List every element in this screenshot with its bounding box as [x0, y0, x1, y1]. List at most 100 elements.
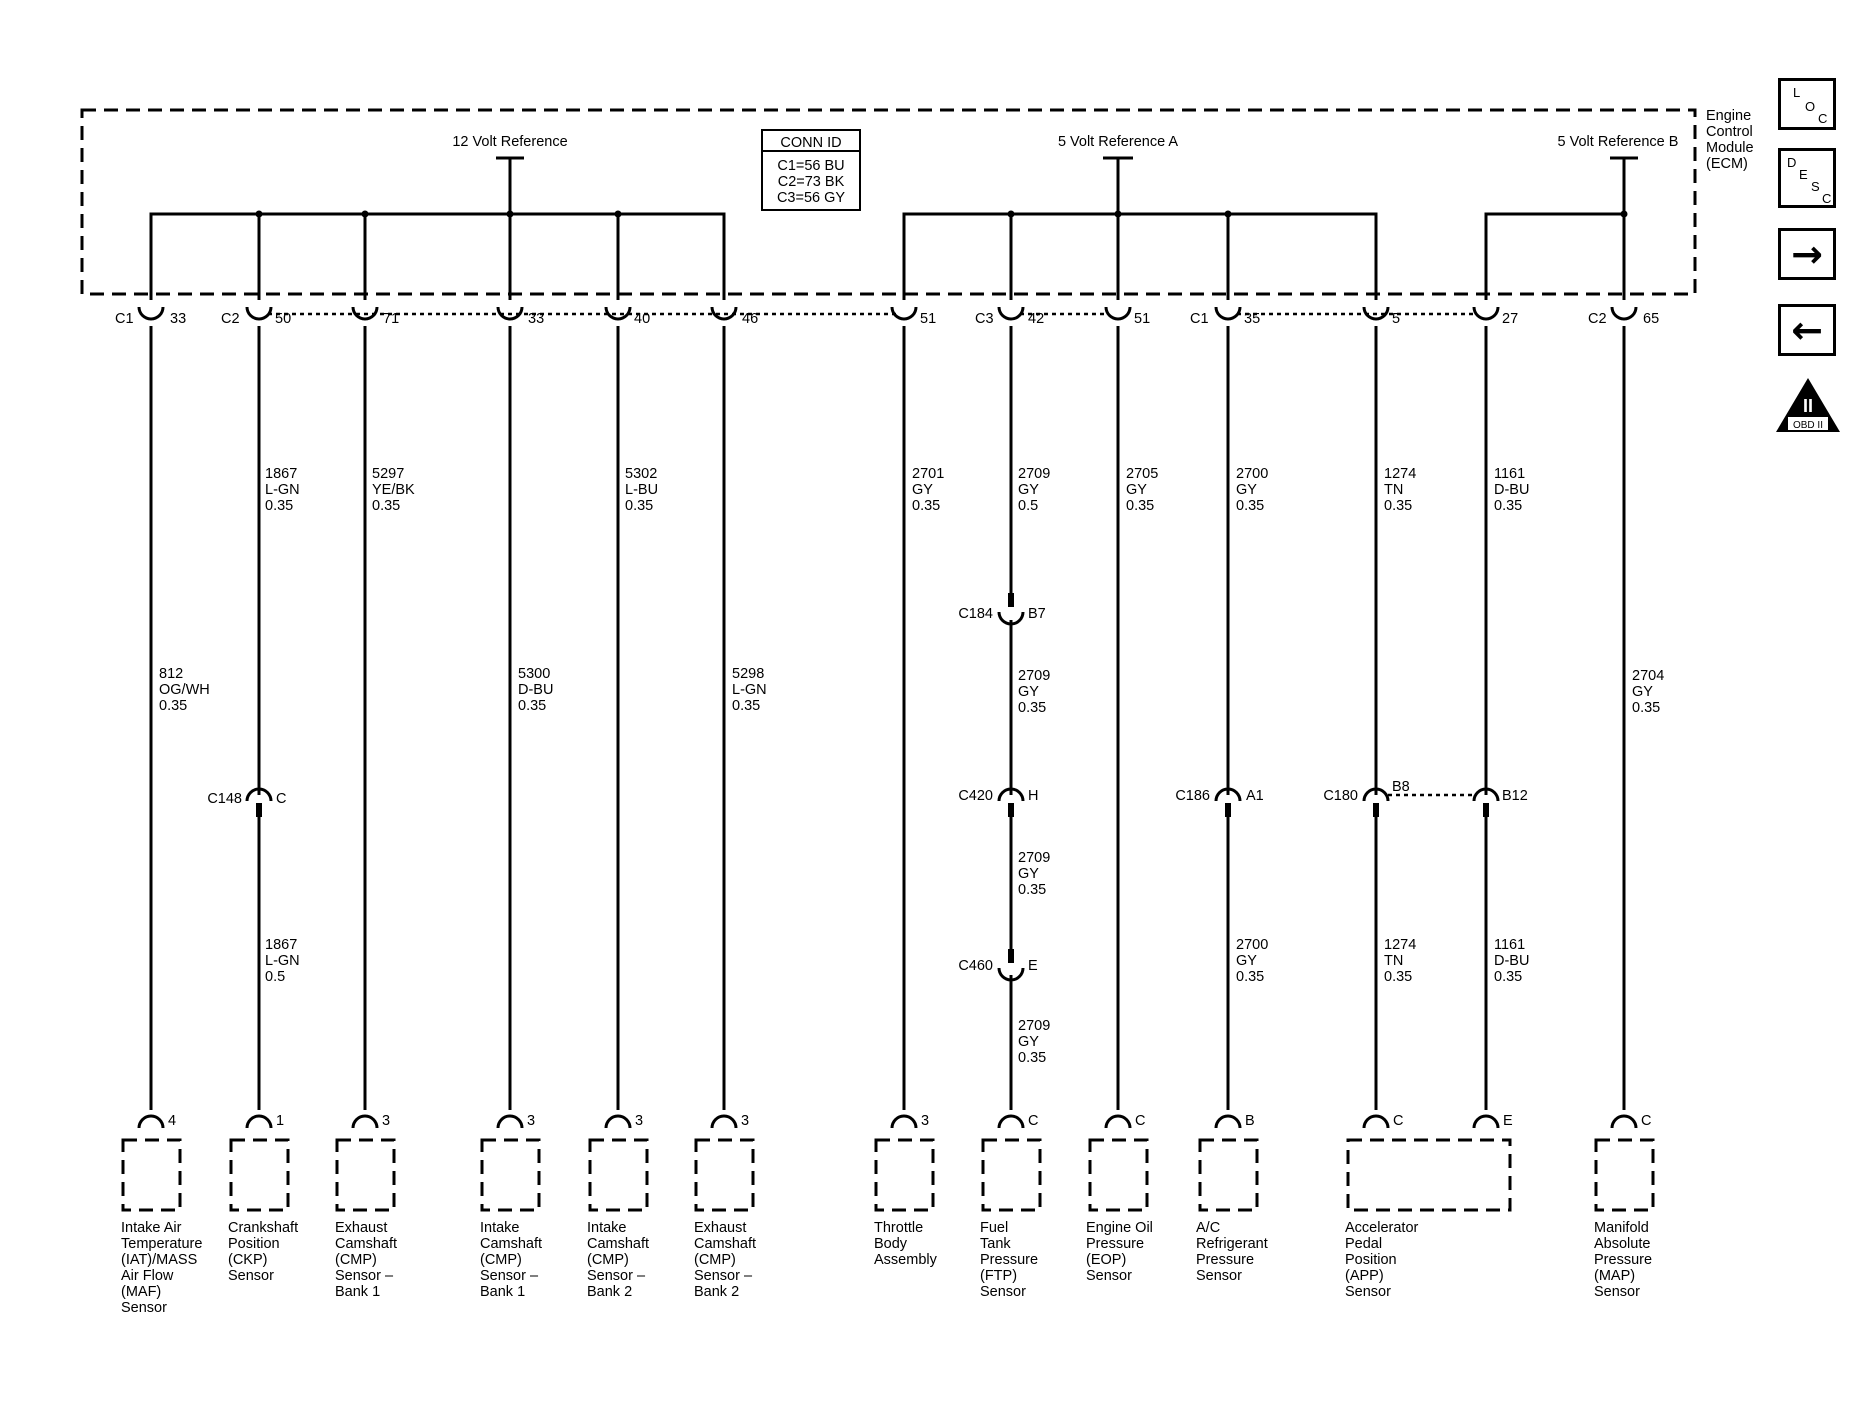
svg-text:0.35: 0.35 — [265, 498, 293, 514]
svg-text:1161: 1161 — [1494, 937, 1525, 953]
svg-text:B: B — [1245, 1113, 1255, 1129]
svg-text:Temperature: Temperature — [121, 1236, 202, 1252]
svg-text:C: C — [1393, 1113, 1403, 1129]
inline-connectors — [245, 593, 1500, 982]
svg-text:(EOP): (EOP) — [1086, 1252, 1126, 1268]
svg-text:Position: Position — [1345, 1252, 1397, 1268]
svg-text:C3: C3 — [975, 311, 994, 327]
svg-text:Camshaft: Camshaft — [335, 1236, 397, 1252]
svg-text:0.35: 0.35 — [1018, 1050, 1046, 1066]
svg-text:5: 5 — [1392, 311, 1400, 327]
svg-text:GY: GY — [1018, 1034, 1039, 1050]
loc-letter-l: L — [1793, 85, 1801, 100]
svg-text:Module: Module — [1706, 140, 1754, 156]
svg-text:3: 3 — [382, 1113, 390, 1129]
svg-text:Absolute: Absolute — [1594, 1236, 1650, 1252]
svg-text:35: 35 — [1244, 311, 1260, 327]
svg-text:Bank 1: Bank 1 — [335, 1284, 380, 1300]
svg-text:0.35: 0.35 — [732, 698, 760, 714]
svg-text:B12: B12 — [1502, 788, 1528, 804]
next-page-button[interactable]: → — [1778, 228, 1836, 280]
location-button[interactable]: L O C — [1778, 78, 1836, 130]
svg-text:0.35: 0.35 — [625, 498, 653, 514]
svg-text:0.35: 0.35 — [1632, 700, 1660, 716]
svg-text:71: 71 — [383, 311, 399, 327]
svg-text:L-GN: L-GN — [265, 482, 300, 498]
ref-stubs — [496, 156, 1638, 214]
svg-text:GY: GY — [1018, 866, 1039, 882]
svg-text:5297: 5297 — [372, 466, 404, 482]
desc-letter-d: D — [1787, 155, 1797, 170]
svg-text:Pedal: Pedal — [1345, 1236, 1382, 1252]
svg-text:(CMP): (CMP) — [587, 1252, 629, 1268]
svg-text:GY: GY — [912, 482, 933, 498]
svg-text:812: 812 — [159, 666, 183, 682]
svg-text:Tank: Tank — [980, 1236, 1011, 1252]
svg-text:OG/WH: OG/WH — [159, 682, 210, 698]
svg-text:C1=56 BU: C1=56 BU — [777, 158, 844, 174]
ecm-label: Engine Control Module (ECM) — [1706, 108, 1754, 172]
svg-text:C2=73 BK: C2=73 BK — [778, 174, 845, 190]
svg-text:2700: 2700 — [1236, 937, 1268, 953]
svg-text:Sensor: Sensor — [1345, 1284, 1391, 1300]
svg-text:Camshaft: Camshaft — [694, 1236, 756, 1252]
svg-text:GY: GY — [1018, 684, 1039, 700]
svg-text:Refrigerant: Refrigerant — [1196, 1236, 1268, 1252]
internal-buses — [149, 210, 1628, 300]
svg-text:0.35: 0.35 — [1018, 700, 1046, 716]
svg-text:Bank 1: Bank 1 — [480, 1284, 525, 1300]
svg-text:Intake: Intake — [587, 1220, 627, 1236]
svg-text:CONN ID: CONN ID — [780, 135, 841, 151]
svg-text:(CMP): (CMP) — [694, 1252, 736, 1268]
svg-text:Fuel: Fuel — [980, 1220, 1008, 1236]
svg-text:Engine: Engine — [1706, 108, 1751, 124]
svg-text:C: C — [276, 791, 286, 807]
desc-letter-e: E — [1799, 167, 1808, 182]
desc-letter-c: C — [1822, 191, 1832, 206]
svg-text:1274: 1274 — [1384, 466, 1416, 482]
svg-text:L-GN: L-GN — [732, 682, 767, 698]
svg-text:D-BU: D-BU — [518, 682, 553, 698]
svg-text:0.5: 0.5 — [1018, 498, 1038, 514]
svg-text:0.35: 0.35 — [372, 498, 400, 514]
ecm-pins — [137, 306, 1638, 321]
description-button[interactable]: D E S C — [1778, 148, 1836, 208]
svg-text:(CKP): (CKP) — [228, 1252, 267, 1268]
svg-text:B7: B7 — [1028, 606, 1046, 622]
svg-text:0.35: 0.35 — [1384, 969, 1412, 985]
svg-text:0.35: 0.35 — [518, 698, 546, 714]
svg-text:C: C — [1028, 1113, 1038, 1129]
svg-text:46: 46 — [742, 311, 758, 327]
component-pins — [137, 1114, 1638, 1129]
svg-text:(CMP): (CMP) — [480, 1252, 522, 1268]
svg-text:GY: GY — [1236, 953, 1257, 969]
svg-text:Intake Air: Intake Air — [121, 1220, 182, 1236]
svg-text:5298: 5298 — [732, 666, 764, 682]
svg-text:D-BU: D-BU — [1494, 953, 1529, 969]
ecm-boundary — [80, 108, 1697, 296]
svg-text:(CMP): (CMP) — [335, 1252, 377, 1268]
svg-text:3: 3 — [527, 1113, 535, 1129]
previous-page-button[interactable]: ← — [1778, 304, 1836, 356]
svg-text:II: II — [1803, 396, 1813, 416]
svg-text:Engine Oil: Engine Oil — [1086, 1220, 1153, 1236]
svg-text:0.35: 0.35 — [912, 498, 940, 514]
svg-text:C180: C180 — [1323, 788, 1358, 804]
conn-id-box: CONN ID C1=56 BU C2=73 BK C3=56 GY — [761, 129, 861, 211]
arrow-left-icon: ← — [1791, 308, 1823, 352]
svg-text:5300: 5300 — [518, 666, 550, 682]
loc-letter-o: O — [1805, 99, 1816, 114]
svg-text:L-GN: L-GN — [265, 953, 300, 969]
svg-text:40: 40 — [634, 311, 650, 327]
svg-text:OBD II: OBD II — [1793, 420, 1823, 431]
svg-text:Camshaft: Camshaft — [587, 1236, 649, 1252]
component-pin-labels: 4 1 3 3 3 3 3 C C B C E C — [168, 1113, 1651, 1129]
svg-text:51: 51 — [1134, 311, 1150, 327]
obd-ii-icon[interactable]: II OBD II — [1776, 378, 1840, 432]
svg-text:0.5: 0.5 — [265, 969, 285, 985]
svg-text:C: C — [1135, 1113, 1145, 1129]
svg-text:Pressure: Pressure — [1086, 1236, 1144, 1252]
